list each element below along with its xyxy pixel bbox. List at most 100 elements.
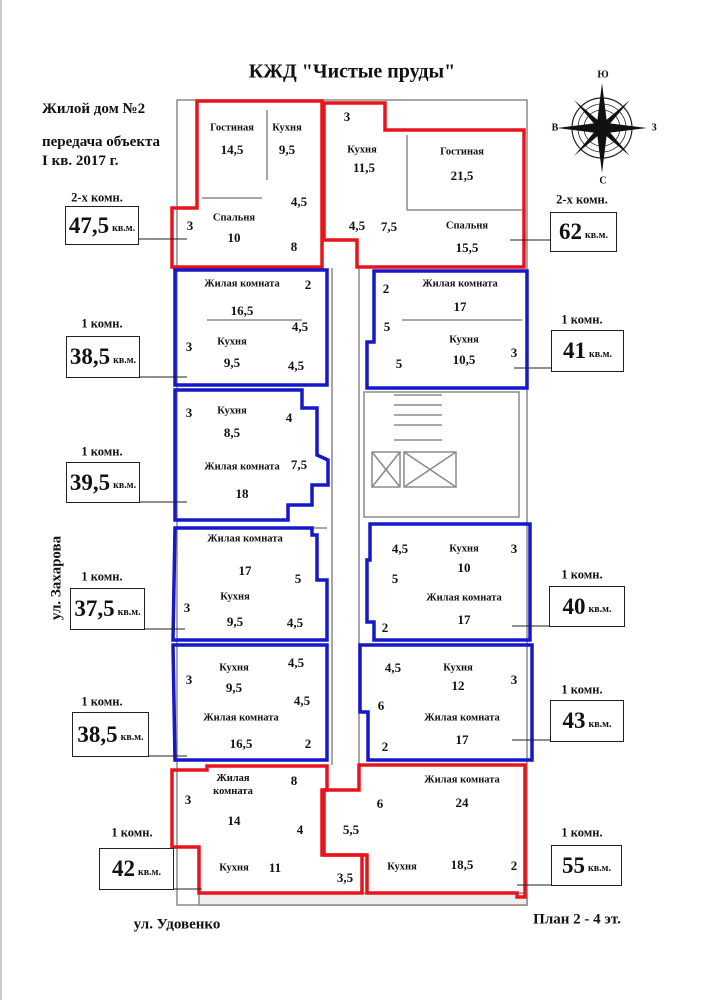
apartment-type-label: 1 комн. (81, 444, 123, 459)
room-area: 3 (186, 218, 194, 233)
compass-label-bottom: С (599, 175, 607, 187)
room-area: 16,5 (230, 303, 254, 318)
apartment-outline-blue[interactable] (365, 522, 532, 642)
room-area: 4,5 (384, 660, 402, 675)
area-unit: кв.м. (120, 732, 144, 743)
room-area: 4 (285, 410, 293, 425)
apartment-outline-red[interactable] (170, 99, 324, 269)
room-area: 4,5 (287, 655, 305, 670)
room-area: 16,5 (229, 736, 253, 751)
apartment-outline-red[interactable] (322, 763, 527, 899)
room-area: 4 (296, 822, 304, 837)
room-area: 3,5 (336, 870, 354, 885)
area-unit: кв.м. (588, 718, 612, 730)
room-name: Кухня (449, 334, 479, 346)
apartment-outline-blue[interactable] (173, 388, 330, 522)
room-name: Кухня (387, 861, 417, 873)
apartment-outline-blue[interactable] (358, 643, 534, 762)
apartment-outline-blue[interactable] (171, 526, 329, 642)
room-area: 5 (383, 319, 391, 334)
room-area: 5 (395, 356, 403, 371)
area-unit: кв.м. (117, 606, 141, 618)
room-area: 8,5 (223, 425, 241, 440)
room-area: 24 (455, 795, 469, 810)
room-name: Кухня (220, 591, 250, 603)
room-area: 7,5 (290, 457, 308, 472)
room-name: Жилая комната (422, 278, 498, 290)
room-area: 6 (376, 796, 384, 811)
room-name: Гостиная (440, 146, 484, 158)
area-unit: кв.м. (588, 863, 611, 874)
room-area: 5 (391, 571, 399, 586)
room-area: 3 (185, 339, 193, 354)
room-area: 5,5 (342, 822, 360, 837)
room-name: Кухня (219, 862, 249, 874)
room-name: Гостиная (210, 122, 254, 134)
room-area: 2 (304, 736, 312, 751)
apartment-type-label: 2-х комн. (556, 192, 608, 207)
balcony-wall (198, 892, 528, 906)
area-unit: кв.м. (585, 229, 608, 241)
area-unit: кв.м. (113, 354, 137, 366)
room-area: 9,5 (278, 142, 296, 157)
room-area: 8 (290, 239, 298, 254)
room-area: 18 (235, 486, 249, 501)
room-name: Жилая комната (204, 461, 280, 473)
apartment-area-value: 41 (563, 338, 586, 363)
room-area: 3 (184, 792, 192, 807)
room-area: 17 (238, 563, 252, 578)
room-area: 4,5 (293, 693, 311, 708)
apartment-type-label: 1 комн. (81, 316, 123, 331)
room-area: 14,5 (220, 142, 244, 157)
apartment-outline-blue[interactable] (173, 268, 329, 387)
apartment-outline-red[interactable] (170, 764, 364, 895)
building-name: Жилой дом №2 (42, 101, 146, 117)
apartment-type-label: 1 комн. (561, 312, 603, 327)
apartment-type-label: 1 комн. (111, 825, 153, 840)
room-name: Жилая комната (204, 278, 280, 290)
room-name: Кухня (217, 405, 247, 417)
apartment-area-value: 43 (562, 708, 586, 733)
apartment-type-label: 1 комн. (81, 694, 123, 709)
elevator-small (371, 451, 401, 488)
room-name: Кухня (272, 122, 302, 134)
handover-line1: передача объекта (42, 134, 161, 150)
room-area: 2 (381, 620, 389, 635)
stairs (394, 394, 442, 441)
apartment-outline-red[interactable] (322, 101, 526, 269)
apartment-area-value: 37,5 (74, 596, 115, 621)
apartment-type-label: 1 комн. (561, 825, 603, 840)
apartment-outline-blue[interactable] (365, 269, 529, 390)
apartment-area-value: 62 (559, 219, 582, 244)
room-name: Кухня (219, 662, 249, 674)
room-name: Кухня (217, 336, 247, 348)
room-area: 21,5 (450, 168, 474, 183)
room-area: 10 (457, 560, 471, 575)
room-area: 17 (457, 612, 471, 627)
room-name: Жилая комната (424, 774, 500, 786)
apartment-type-label: 1 комн. (561, 567, 603, 582)
street-label-bottom: ул. Удовенко (133, 916, 221, 933)
room-area: 4,5 (391, 541, 409, 556)
room-name: Кухня (449, 543, 479, 555)
room-area: 4,5 (291, 319, 309, 334)
room-area: 9,5 (226, 614, 244, 629)
room-area: 17 (455, 732, 469, 747)
room-area: 4,5 (287, 358, 305, 373)
apartment-area-value: 38,5 (69, 344, 111, 369)
room-area: 3 (510, 541, 518, 556)
apartment-outline-blue[interactable] (171, 643, 329, 762)
